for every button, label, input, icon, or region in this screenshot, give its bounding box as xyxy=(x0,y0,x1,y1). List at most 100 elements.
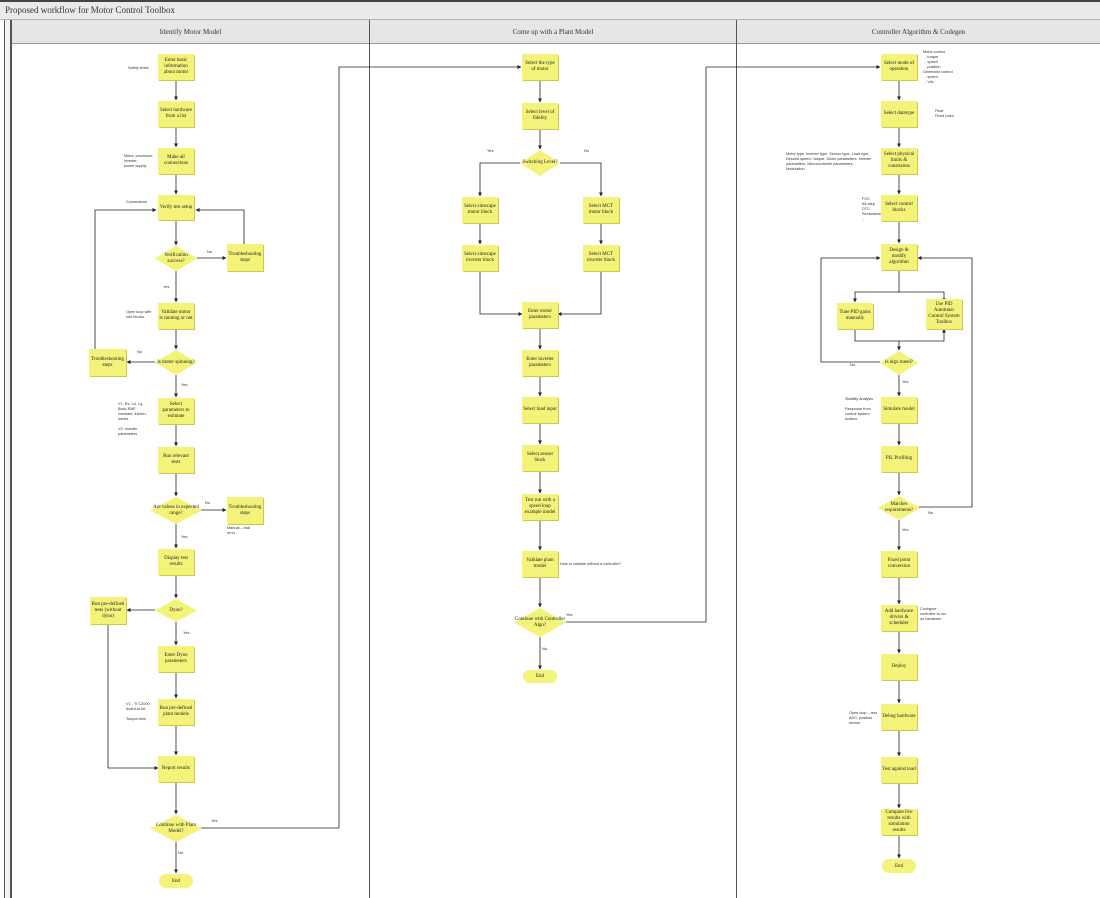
note-validate-without-controller: How to validate without a controller? xyxy=(560,562,621,566)
label-yes-spinning: Yes xyxy=(181,382,188,387)
note-ti-board: V1 - TI C2000 board-to-kit Torque-time xyxy=(126,702,150,721)
node-tune-pid-manually[interactable]: Tune PID gains manually xyxy=(837,303,873,329)
label-no-switching: No xyxy=(584,148,590,153)
decision-verification-label: Verification success? xyxy=(164,252,188,264)
node-select-hardware[interactable]: Select hardware from a list xyxy=(158,101,194,127)
node-troubleshooting-2[interactable]: Troubleshooting steps xyxy=(89,349,126,376)
label-yes-controller: Yes xyxy=(566,612,573,617)
node-simscape-motor[interactable]: Select simscape motor block xyxy=(462,197,498,223)
end-plant[interactable]: End xyxy=(523,670,557,683)
decision-continue-controller-label: Continue with Controller Algo? xyxy=(514,616,566,628)
note-mode-options: Motor control - torque - speed - positio… xyxy=(923,50,953,84)
label-no-tuned: No xyxy=(850,362,856,367)
decision-dyno[interactable]: Dyno? xyxy=(155,599,197,622)
decision-matches-label: Matches requirements? xyxy=(884,502,914,513)
node-debug-hardware[interactable]: Debug hardware xyxy=(881,704,917,730)
decision-values-in-range[interactable]: Are values in expected range? xyxy=(150,497,202,524)
node-troubleshooting-3[interactable]: Troubleshooting steps xyxy=(227,497,263,524)
lane-controller-codegen[interactable]: Controller Algorithm & Codegen xyxy=(736,20,1100,898)
diagram-title-bar: Proposed workflow for Motor Control Tool… xyxy=(0,0,1100,20)
label-yes-dyno: Yes xyxy=(183,630,190,635)
node-test-run-speed-loop[interactable]: Test run with a speed loop example model xyxy=(522,494,558,520)
label-yes-matches: Yes xyxy=(902,527,909,532)
node-compare-results[interactable]: Compare live results with simulation res… xyxy=(881,809,917,835)
node-run-relevant-tests[interactable]: Run relevant tests xyxy=(158,447,194,473)
decision-verification-success[interactable]: Verification success? xyxy=(155,246,197,271)
lane-controller-header: Controller Algorithm & Codegen xyxy=(737,20,1100,44)
note-safety-limits: Safety limits xyxy=(128,66,149,70)
node-validate-plant[interactable]: Validate plant model xyxy=(522,551,558,577)
decision-motor-spinning[interactable]: Is motor spinning? xyxy=(155,350,197,375)
node-design-algorithm[interactable]: Design & modify algorithm xyxy=(881,244,917,270)
note-open-loop: Open loop with role blocks xyxy=(126,310,152,319)
node-enter-motor-params[interactable]: Enter motor parameters xyxy=(522,302,558,328)
node-make-connections[interactable]: Make all connections xyxy=(158,148,194,174)
decision-dyno-label: Dyno? xyxy=(169,607,183,613)
decision-switching-label: Switching Level? xyxy=(522,160,558,165)
node-select-control-blocks[interactable]: Select control blocks xyxy=(881,195,917,221)
note-manual-trial: Manual – trial error xyxy=(227,526,250,535)
node-enter-dyno-params[interactable]: Enter Dyno parameters xyxy=(158,646,194,672)
node-select-load-input[interactable]: Select load input xyxy=(522,397,558,423)
note-parameters: V1: Rs, Ld, Lq, Back-EMF constant, frict… xyxy=(118,402,147,436)
label-no-spinning: No xyxy=(137,349,143,354)
pool-band xyxy=(4,20,11,898)
node-enter-motor-info[interactable]: Enter basic information about motor xyxy=(158,54,194,80)
label-yes-tuned: Yes xyxy=(902,379,909,384)
node-run-plant-models[interactable]: Run pre-defined plant models xyxy=(158,699,194,725)
note-datatype-options: Float Fixed point xyxy=(935,109,954,118)
note-configure-hw: Configure controller to run on hardware xyxy=(920,607,947,621)
decision-motor-spinning-label: Is motor spinning? xyxy=(157,359,195,365)
node-verify-test-setup[interactable]: Verify test setup xyxy=(158,195,194,220)
decision-continue-plant-model[interactable]: Continue with Plant Model? xyxy=(150,815,202,842)
node-select-limits[interactable]: Select physical limits & constraints xyxy=(881,148,917,174)
label-no-controller: No xyxy=(542,646,548,651)
node-mct-inverter[interactable]: Select MCT inverter block xyxy=(583,245,619,271)
node-select-sensor[interactable]: Select sensor block xyxy=(522,445,558,471)
lane-identify-motor-model[interactable]: Identify Motor Model xyxy=(11,20,369,898)
label-yes-range: Yes xyxy=(181,534,188,539)
label-yes-switching: Yes xyxy=(487,148,494,153)
node-fixed-point[interactable]: Fixed point conversion xyxy=(881,551,917,577)
lane-identify-header: Identify Motor Model xyxy=(12,20,369,44)
label-no-verification: No xyxy=(207,249,213,254)
node-add-hw-drivers[interactable]: Add hardware drivers & scheduler xyxy=(881,605,917,631)
node-test-against-load[interactable]: Test against load xyxy=(881,757,917,783)
node-mct-motor[interactable]: Select MCT motor block xyxy=(583,197,619,223)
node-select-motor-type[interactable]: Select the type of motor xyxy=(522,54,558,80)
note-control-blocks: FOC 6& step DTC Sensorless ... xyxy=(862,197,881,221)
node-troubleshooting-1[interactable]: Troubleshooting steps xyxy=(227,244,263,271)
node-report-results[interactable]: Report results xyxy=(158,756,194,782)
node-simulate-model[interactable]: Simulate model xyxy=(881,397,917,423)
node-select-parameters[interactable]: Select parameters to estimate xyxy=(158,398,194,424)
node-select-mode[interactable]: Select mode of operation xyxy=(881,54,917,80)
node-run-predefined-tests[interactable]: Run pre-defined tests (without dyno) xyxy=(90,597,126,624)
node-pil-profiling[interactable]: PIL Profiling xyxy=(881,446,917,472)
node-validate-motor[interactable]: Validate motor is running or not xyxy=(158,303,194,329)
note-physical-limits: Motor type, Inverter type, Sensor type, … xyxy=(786,152,872,171)
decision-algo-tuned[interactable]: Is algo tuned? xyxy=(880,351,918,375)
decision-algo-tuned-label: Is algo tuned? xyxy=(884,360,914,365)
end-identify[interactable]: End xyxy=(159,874,193,888)
decision-matches-requirements[interactable]: Matches requirements? xyxy=(878,496,920,520)
decision-continue-plant-label: Continue with Plant Model? xyxy=(156,822,196,834)
node-select-fidelity[interactable]: Select level of fidelity xyxy=(522,103,558,129)
note-debug-open-loop: Open loop – test ADC, position sensor xyxy=(849,711,877,725)
node-deploy[interactable]: Deploy xyxy=(881,654,917,680)
node-enter-inverter-params[interactable]: Enter inverter parameters xyxy=(522,350,558,376)
note-motor-hardware: Motor, processor, inverter, power supply xyxy=(124,154,154,168)
node-pid-autotuner[interactable]: Use PID Autotuner Control System Toolbox xyxy=(926,299,962,329)
decision-switching-level[interactable]: Switching Level? xyxy=(520,150,560,176)
node-simscape-inverter[interactable]: Select simscape inverter block xyxy=(462,245,498,271)
label-yes-verification: Yes xyxy=(163,284,170,289)
decision-continue-controller[interactable]: Continue with Controller Algo? xyxy=(514,608,566,637)
node-display-results[interactable]: Display test results xyxy=(158,549,194,575)
label-no-matches: No xyxy=(928,510,934,515)
label-no-continue: No xyxy=(178,850,184,855)
end-controller[interactable]: End xyxy=(882,859,916,873)
label-no-range: No xyxy=(205,500,211,505)
note-stability: Stability analysis Response from control… xyxy=(845,397,874,421)
diagram-title: Proposed workflow for Motor Control Tool… xyxy=(5,5,175,15)
decision-values-label: Are values in expected range? xyxy=(153,504,199,516)
node-select-datatype[interactable]: Select datatype xyxy=(881,101,917,127)
